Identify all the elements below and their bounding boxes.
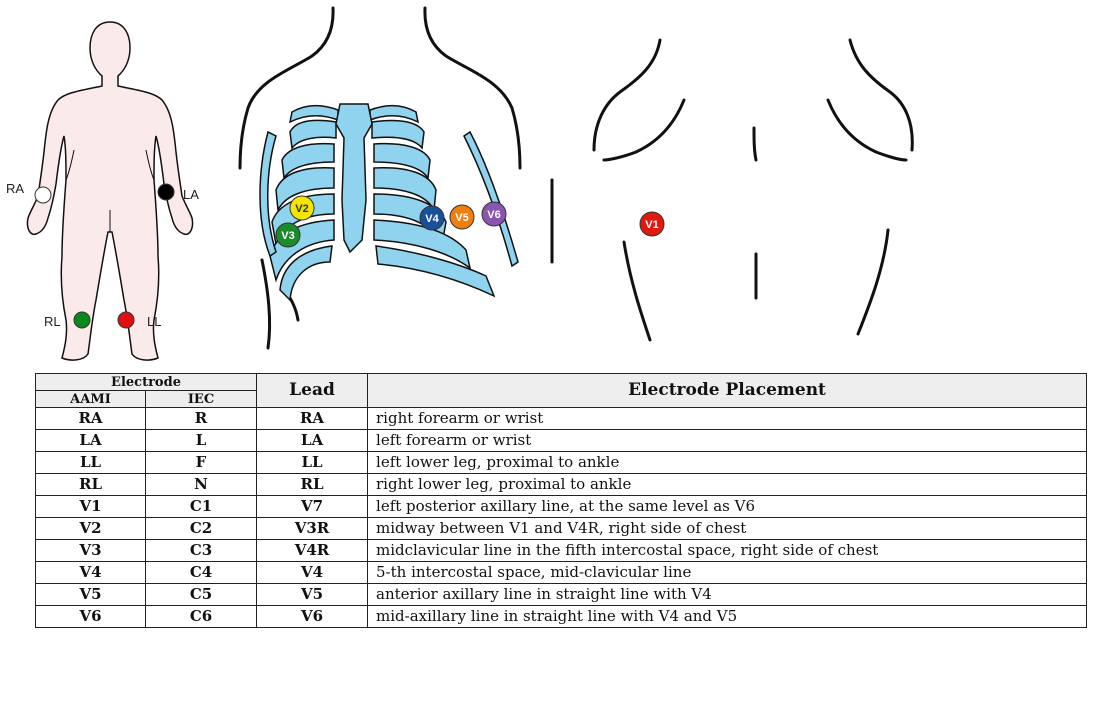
cell-iec: C3 [146, 540, 257, 562]
electrode-placement-figure: RA LA RL LL [0, 0, 1101, 372]
label-v4: V4 [425, 213, 439, 225]
cell-iec: N [146, 474, 257, 496]
electrode-v3: V3 [276, 223, 300, 247]
electrode-v4: V4 [420, 206, 444, 230]
label-v5: V5 [455, 212, 468, 224]
cell-placement: 5-th intercostal space, mid-clavicular l… [368, 562, 1087, 584]
label-rl: RL [44, 314, 61, 329]
cell-placement: right lower leg, proximal to ankle [368, 474, 1087, 496]
cell-placement: left posterior axillary line, at the sam… [368, 496, 1087, 518]
electrode-diagram: RA LA RL LL [0, 0, 1101, 372]
cell-aami: LA [36, 430, 146, 452]
cell-lead: LA [257, 430, 368, 452]
cell-aami: RA [36, 408, 146, 430]
electrode-v5: V5 [450, 205, 474, 229]
cell-placement: left lower leg, proximal to ankle [368, 452, 1087, 474]
cell-iec: R [146, 408, 257, 430]
label-v6: V6 [487, 209, 500, 221]
cell-lead: V4R [257, 540, 368, 562]
label-v3: V3 [281, 230, 294, 242]
cell-placement: midway between V1 and V4R, right side of… [368, 518, 1087, 540]
cell-aami: RL [36, 474, 146, 496]
cell-aami: V4 [36, 562, 146, 584]
cell-lead: V4 [257, 562, 368, 584]
header-placement: Electrode Placement [368, 374, 1087, 408]
label-ra: RA [6, 181, 24, 196]
label-ll: LL [147, 314, 161, 329]
cell-aami: V1 [36, 496, 146, 518]
cell-aami: V3 [36, 540, 146, 562]
cell-iec: C2 [146, 518, 257, 540]
cell-iec: L [146, 430, 257, 452]
cell-iec: C1 [146, 496, 257, 518]
cell-lead: RL [257, 474, 368, 496]
label-v2: V2 [295, 203, 308, 215]
cell-placement: left forearm or wrist [368, 430, 1087, 452]
cell-lead: V7 [257, 496, 368, 518]
label-la: LA [183, 187, 199, 202]
cell-iec: C6 [146, 606, 257, 628]
electrode-table: Electrode Lead Electrode Placement AAMI … [35, 373, 1087, 628]
cell-placement: anterior axillary line in straight line … [368, 584, 1087, 606]
cell-lead: V6 [257, 606, 368, 628]
electrode-v1: V1 [640, 212, 664, 236]
cell-iec: C4 [146, 562, 257, 584]
cell-aami: V6 [36, 606, 146, 628]
cell-placement: mid-axillary line in straight line with … [368, 606, 1087, 628]
electrode-v6: V6 [482, 202, 506, 226]
header-aami: AAMI [36, 391, 146, 408]
cell-aami: LL [36, 452, 146, 474]
electrode-v2: V2 [290, 196, 314, 220]
cell-lead: LL [257, 452, 368, 474]
header-electrode: Electrode [36, 374, 257, 391]
cell-aami: V2 [36, 518, 146, 540]
cell-lead: V5 [257, 584, 368, 606]
cell-placement: right forearm or wrist [368, 408, 1087, 430]
back-outline [594, 40, 912, 340]
header-iec: IEC [146, 391, 257, 408]
header-lead: Lead [257, 374, 368, 408]
electrode-table-container: Electrode Lead Electrode Placement AAMI … [35, 373, 1086, 628]
cell-iec: C5 [146, 584, 257, 606]
cell-placement: midclavicular line in the fifth intercos… [368, 540, 1087, 562]
label-v1: V1 [645, 219, 658, 231]
cell-lead: RA [257, 408, 368, 430]
cell-iec: F [146, 452, 257, 474]
table-header-row: Electrode Lead Electrode Placement [36, 374, 1087, 391]
cell-lead: V3R [257, 518, 368, 540]
cell-aami: V5 [36, 584, 146, 606]
